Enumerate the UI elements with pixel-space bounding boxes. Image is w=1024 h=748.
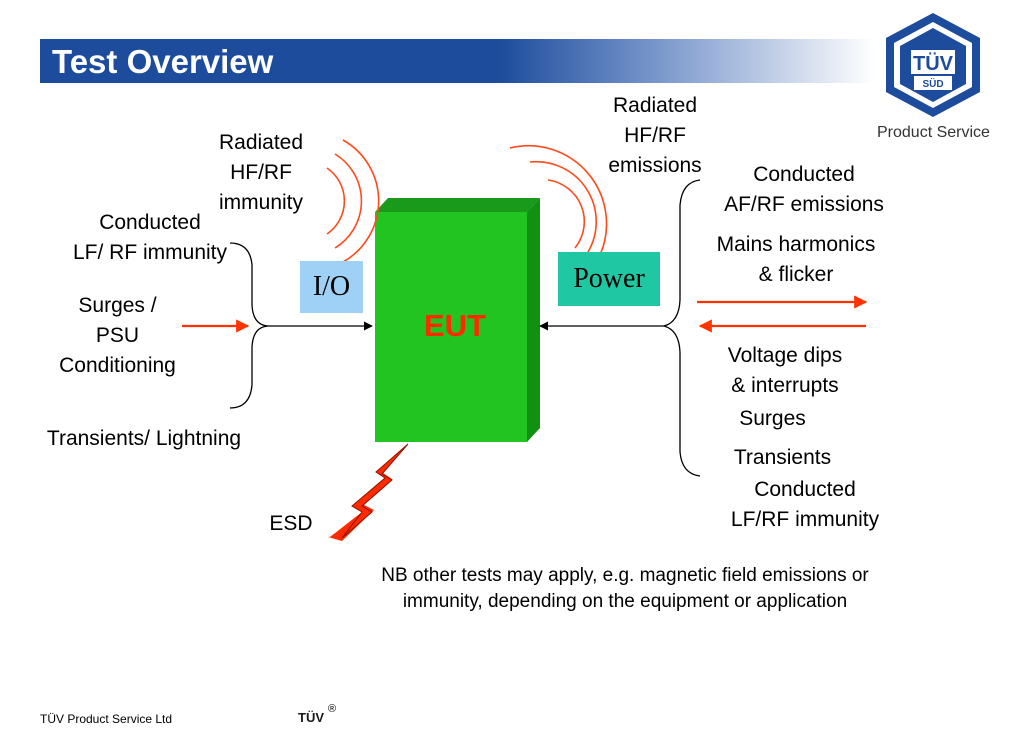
label-transients-right: Transients: [733, 446, 832, 469]
logo-caption: Product Service: [877, 124, 990, 141]
footnote: NB other tests may apply, e.g. magnetic …: [381, 565, 869, 612]
label-esd: ESD: [269, 512, 313, 535]
eut-label: EUT: [424, 308, 486, 343]
svg-text:SÜD: SÜD: [922, 77, 943, 90]
svg-text:TÜV: TÜV: [913, 52, 954, 75]
label-conducted-emissions: Conducted AF/RF emissions: [724, 163, 884, 216]
io-port: I/O: [300, 261, 363, 313]
eut-box: [375, 198, 540, 442]
esd-lightning-icon: [328, 443, 409, 541]
footer-registered: ®: [328, 703, 337, 715]
power-port: Power: [558, 252, 660, 306]
label-surges-psu: Surges / PSU Conditioning: [59, 294, 176, 377]
footer-brand: TÜV: [298, 710, 324, 725]
title-bar: [40, 39, 875, 83]
label-transients-lightning: Transients/ Lightning: [46, 427, 242, 450]
radiated-immunity-waves: [326, 139, 380, 263]
right-bracket: [539, 179, 701, 477]
radiated-emission-waves: [509, 145, 608, 256]
tuv-logo-icon: TÜV SÜD: [886, 13, 980, 117]
label-surges-right: Surges: [739, 407, 806, 430]
label-voltage-dips: Voltage dips & interrupts: [727, 344, 843, 397]
label-conducted-immunity-left: Conducted LF/ RF immunity: [72, 211, 227, 264]
label-conducted-immunity-right: Conducted LF/RF immunity: [730, 478, 880, 531]
label-radiated-emissions: Radiated HF/RF emissions: [608, 94, 702, 177]
footer-company: TÜV Product Service Ltd: [40, 712, 173, 726]
page-title: Test Overview: [52, 43, 274, 80]
left-bracket: [229, 242, 373, 409]
label-mains-harmonics: Mains harmonics & flicker: [716, 233, 876, 286]
label-radiated-immunity: Radiated HF/RF immunity: [218, 131, 304, 214]
